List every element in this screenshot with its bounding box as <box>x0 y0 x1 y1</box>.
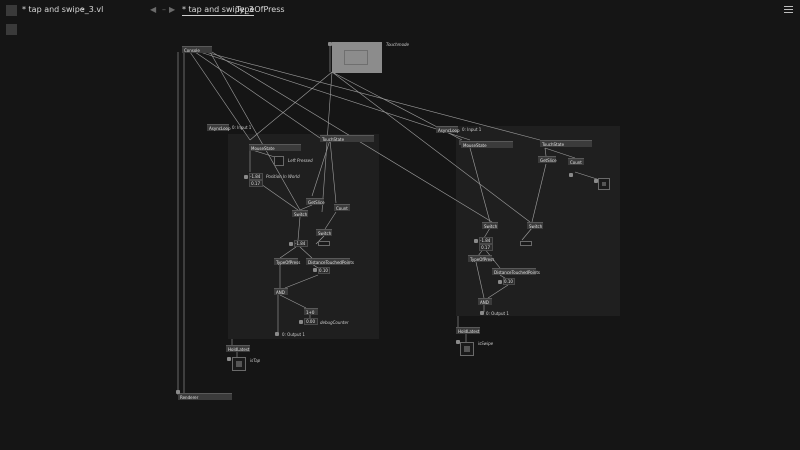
position-pin-1[interactable] <box>244 175 248 179</box>
back-icon[interactable]: ◀ <box>150 5 157 14</box>
distance-pin-2[interactable] <box>498 280 502 284</box>
app-menu-button[interactable] <box>6 5 17 16</box>
console-node[interactable]: Console <box>182 46 212 53</box>
left-pressed-label: Left Pressed <box>288 158 313 163</box>
asyncloop-node-2[interactable]: AsyncLoop <box>436 126 460 133</box>
position-world-label: Position In World <box>266 174 300 179</box>
output-label-1: 0: Output 1 <box>282 332 305 337</box>
touchmode-preview[interactable] <box>332 42 382 73</box>
touchstate-node-1[interactable]: TouchState <box>320 135 374 142</box>
counter-node[interactable]: 1+0 <box>304 308 318 315</box>
hamburger-icon[interactable] <box>784 6 793 13</box>
preview-pin-2[interactable] <box>594 179 598 183</box>
output-pin-2[interactable] <box>480 311 484 315</box>
istap-label: isTap <box>250 358 261 363</box>
document-tab[interactable]: * tap and swipe_3.vl <box>22 5 104 14</box>
holdlatest-node-1[interactable]: HoldLatest <box>226 345 250 352</box>
left-pressed-toggle[interactable] <box>274 156 284 166</box>
count-node-1[interactable]: Count <box>334 204 350 211</box>
and-node-1[interactable]: AND <box>274 288 288 295</box>
mousestate-node-2[interactable]: MouseState <box>461 141 513 148</box>
isswipe-label: isSwipe <box>478 341 494 346</box>
touchstate-node-2[interactable]: TouchState <box>540 140 592 147</box>
touchmode-pin[interactable] <box>328 42 332 46</box>
output-label-2: 0: Output 1 <box>486 311 509 316</box>
position-x-1[interactable]: -1.84 <box>249 173 263 180</box>
istap-pin[interactable] <box>227 357 231 361</box>
distance-node-2[interactable]: DistanceTouchedPoints <box>492 268 540 275</box>
document-dropdown-icon[interactable]: ⌄ <box>80 4 86 12</box>
switch-node-2b[interactable]: Switch <box>527 222 543 229</box>
switch-node-2a[interactable]: Switch <box>482 222 498 229</box>
touchmode-label: Touchmode <box>386 42 410 47</box>
output-pin-1[interactable] <box>275 332 279 336</box>
switch-node-1b[interactable]: Switch <box>316 229 332 236</box>
value-box-1b[interactable] <box>318 241 330 246</box>
asyncloop-node-1[interactable]: AsyncLoop <box>207 124 231 131</box>
holdlatest-node-2[interactable]: HoldLatest <box>456 327 480 334</box>
distance-value-1[interactable]: 0.10 <box>318 267 330 274</box>
distance-value-2[interactable]: 0.10 <box>503 278 515 285</box>
debug-pin[interactable] <box>299 320 303 324</box>
distance-node-1[interactable]: DistanceTouchedPoints <box>306 258 354 265</box>
position-pin-2[interactable] <box>474 239 478 243</box>
tab-typeofpress[interactable]: TypeOfPress <box>236 5 285 14</box>
input-label-1: 0: Input 1 <box>232 125 252 130</box>
and-node-2[interactable]: AND <box>478 298 492 305</box>
isswipe-pin[interactable] <box>456 340 460 344</box>
value-pin-1[interactable] <box>289 242 293 246</box>
region-tap <box>228 134 379 339</box>
nav-separator: – <box>162 5 166 14</box>
distance-pin-1[interactable] <box>313 268 317 272</box>
debug-counter-label: debugCounter <box>320 320 349 325</box>
secondary-button[interactable] <box>6 24 17 35</box>
getslice-node-1[interactable]: GetSlice <box>306 198 325 205</box>
typeofpress-node-2[interactable]: TypeOfPress <box>468 255 495 262</box>
value-box-1[interactable]: -1.84 <box>294 240 308 247</box>
typeofpress-node-1[interactable]: TypeOfPress <box>274 258 301 265</box>
count-node-2[interactable]: Count <box>568 158 584 165</box>
switch-node-1a[interactable]: Switch <box>292 210 308 217</box>
input-label-2: 0: Input 1 <box>462 127 482 132</box>
position-y-1[interactable]: 0.17 <box>249 180 263 187</box>
position-x-2[interactable]: -1.84 <box>479 237 493 244</box>
position-y-2[interactable]: 0.17 <box>479 244 493 251</box>
renderer-node[interactable]: Renderer <box>178 393 232 400</box>
count-pin-2[interactable] <box>569 173 573 177</box>
swipe-preview[interactable] <box>598 178 610 190</box>
tab-tap-and-swipe[interactable]: * tap and swipe_3 <box>182 5 254 16</box>
istap-toggle[interactable] <box>232 357 246 371</box>
isswipe-toggle[interactable] <box>460 342 474 356</box>
forward-icon[interactable]: ▶ <box>169 5 176 14</box>
mousestate-node-1[interactable]: MouseState <box>249 144 301 151</box>
value-box-2b[interactable] <box>520 241 532 246</box>
getslice-node-2[interactable]: GetSlice <box>538 156 557 163</box>
debug-value[interactable]: 0.00 <box>304 318 318 325</box>
renderer-pin[interactable] <box>176 390 180 394</box>
